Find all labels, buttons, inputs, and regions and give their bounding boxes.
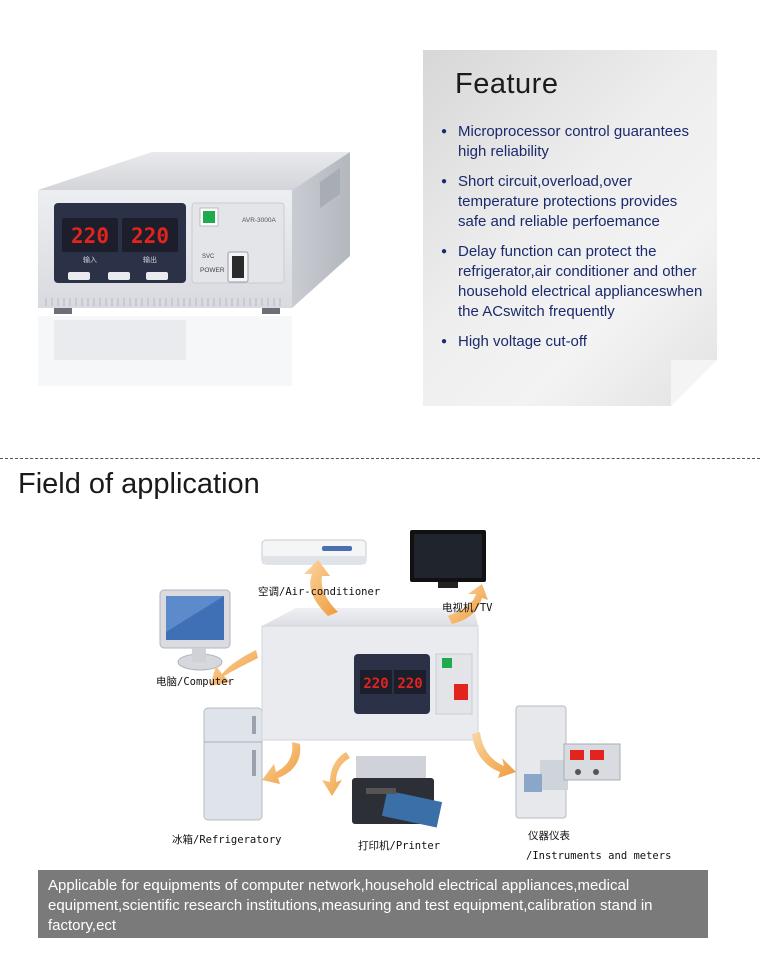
arrow-to-computer bbox=[210, 650, 258, 686]
input-voltage-display: 220 bbox=[71, 224, 109, 248]
dashed-divider bbox=[0, 458, 760, 459]
page-curl-decoration bbox=[671, 360, 717, 406]
air-conditioner-icon bbox=[261, 539, 367, 565]
computer-label: 电脑/Computer bbox=[156, 676, 234, 688]
arrow-to-refrigerator bbox=[262, 742, 301, 784]
center-output-display: 220 bbox=[397, 676, 422, 692]
feature-item: Short circuit,overload,over temperature … bbox=[439, 172, 709, 232]
refrigerator-icon bbox=[203, 707, 263, 821]
tv-icon bbox=[410, 530, 486, 588]
center-input-display: 220 bbox=[363, 676, 388, 692]
instruments-label-cn: 仪器仪表 bbox=[528, 830, 570, 842]
refrigerator-label: 冰箱/Refrigeratory bbox=[172, 834, 282, 846]
product-image: 220 220 输入 输出 AVR-3000A SVC POWER bbox=[30, 148, 360, 398]
arrow-to-instruments bbox=[472, 732, 516, 778]
feature-item: Delay function can protect the refrigera… bbox=[439, 242, 709, 322]
computer-icon bbox=[159, 589, 231, 671]
output-label: 输出 bbox=[143, 255, 157, 264]
feature-title: Feature bbox=[455, 68, 559, 100]
instruments-icon bbox=[515, 705, 621, 819]
model-label: AVR-3000A bbox=[242, 217, 277, 224]
input-label: 输入 bbox=[83, 255, 97, 264]
air-conditioner-label: 空调/Air-conditioner bbox=[258, 586, 381, 598]
application-banner: Applicable for equipments of computer ne… bbox=[38, 870, 708, 938]
tv-label: 电视机/TV bbox=[442, 602, 493, 614]
instruments-label-en: /Instruments and meters bbox=[526, 850, 672, 862]
flow-arrows bbox=[210, 560, 516, 796]
voltage-stabilizer-illustration: 220 220 输入 输出 AVR-3000A SVC POWER bbox=[38, 152, 350, 386]
application-diagram: 220 220 bbox=[0, 520, 760, 870]
banner-text: Applicable for equipments of computer ne… bbox=[48, 877, 653, 934]
application-illustration: 220 220 bbox=[159, 530, 621, 828]
arrow-to-printer bbox=[322, 752, 350, 796]
output-voltage-display: 220 bbox=[131, 224, 169, 248]
feature-item: Microprocessor control guarantees high r… bbox=[439, 122, 709, 162]
printer-label: 打印机/Printer bbox=[358, 840, 441, 852]
arrow-to-air-conditioner bbox=[304, 560, 338, 616]
application-title: Field of application bbox=[18, 468, 260, 500]
center-stabilizer-icon: 220 220 bbox=[261, 608, 479, 741]
arrow-to-tv bbox=[448, 584, 488, 624]
feature-list: Microprocessor control guarantees high r… bbox=[439, 122, 709, 362]
brand-label: SVC bbox=[202, 254, 215, 260]
power-label: POWER bbox=[200, 267, 225, 274]
feature-panel: Feature Microprocessor control guarantee… bbox=[423, 50, 717, 406]
printer-icon bbox=[352, 756, 443, 828]
feature-item: High voltage cut-off bbox=[439, 332, 709, 352]
